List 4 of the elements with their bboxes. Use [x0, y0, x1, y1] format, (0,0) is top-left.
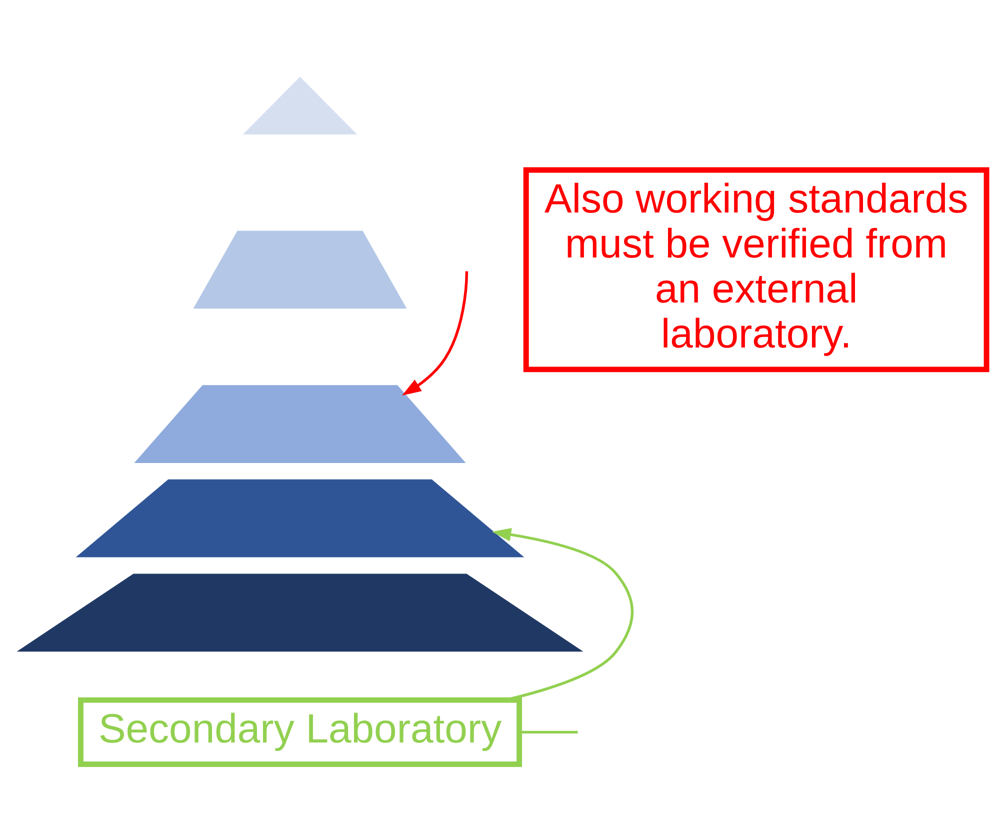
arrow [402, 271, 468, 396]
node-box: Also working standards must be verified from an external laboratory. [522, 167, 989, 372]
node-trapezoid [190, 229, 409, 310]
node-box: Secondary Laboratory [78, 697, 522, 768]
